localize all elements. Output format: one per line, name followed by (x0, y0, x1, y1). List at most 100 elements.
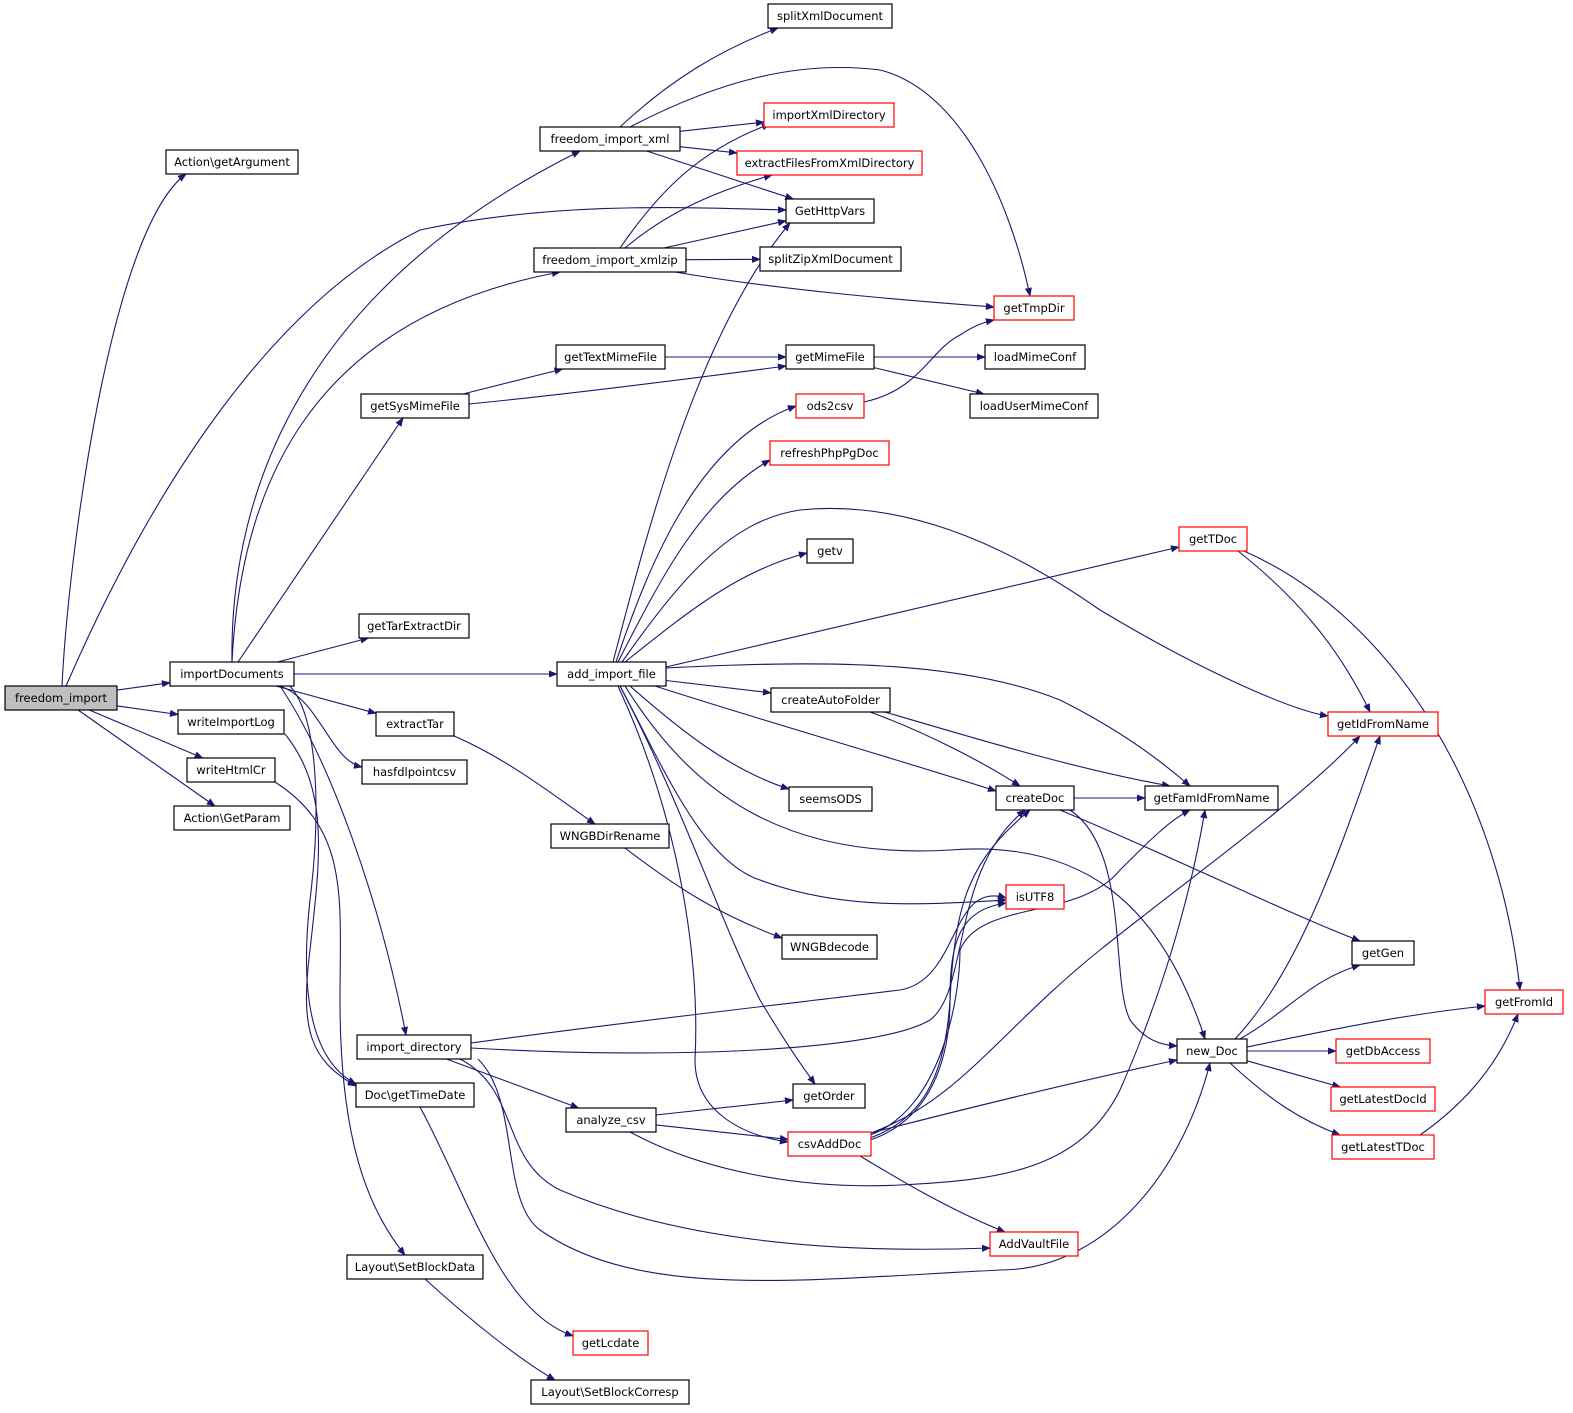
edge-importDocuments-to-getTarExtractDir (277, 636, 370, 663)
edge-importDocuments-to-getTimeDate (289, 685, 357, 1085)
node-freedom_import_xml[interactable]: freedom_import_xml (539, 126, 681, 152)
edge-csvAddDoc-to-createDoc (869, 809, 1031, 1139)
node-label: GetHttpVars (795, 204, 865, 218)
edge-getSysMimeFile-to-getTextMimeFile (462, 367, 564, 395)
node-extractFilesFromXmlDirectory[interactable]: extractFilesFromXmlDirectory (736, 150, 923, 176)
node-hasfdlpointcsv[interactable]: hasfdlpointcsv (361, 759, 468, 785)
node-getTimeDate[interactable]: Doc\getTimeDate (355, 1082, 475, 1108)
edge-importDocuments-to-import_directory (279, 685, 409, 1036)
edge-add_import_file-to-getTDoc (665, 545, 1180, 668)
edge-add_import_file-to-getOrder (619, 685, 816, 1085)
edge-add_import_file-to-new_Doc (624, 685, 1206, 1040)
node-getLcdate[interactable]: getLcdate (572, 1330, 649, 1356)
node-label: splitXmlDocument (777, 9, 884, 23)
node-freedom_import[interactable]: freedom_import (4, 685, 118, 711)
node-label: getOrder (803, 1089, 855, 1103)
node-createDoc[interactable]: createDoc (995, 785, 1075, 811)
node-add_import_file[interactable]: add_import_file (556, 661, 667, 687)
node-seemsODS[interactable]: seemsODS (788, 786, 873, 812)
edge-writeImportLog-to-getTimeDate (284, 733, 357, 1087)
node-box (785, 344, 875, 370)
node-getSysMimeFile[interactable]: getSysMimeFile (360, 393, 470, 419)
node-createAutoFolder[interactable]: createAutoFolder (770, 687, 891, 713)
node-importXmlDirectory[interactable]: importXmlDirectory (763, 102, 895, 128)
node-label: loadMimeConf (994, 350, 1077, 364)
node-writeHtmlCr[interactable]: writeHtmlCr (186, 757, 276, 783)
node-label: getLatestDocId (1339, 1092, 1426, 1106)
node-box (969, 393, 1099, 419)
node-box (572, 1330, 649, 1356)
edge-freedom_import-to-importDocuments (116, 680, 171, 691)
node-getIdFromName[interactable]: getIdFromName (1327, 711, 1439, 737)
edge-freedom_import-to-GetHttpVars (65, 206, 787, 687)
node-splitXmlDocument[interactable]: splitXmlDocument (767, 3, 893, 29)
node-label: analyze_csv (576, 1113, 646, 1127)
edge-csvAddDoc-to-getIdFromName (870, 735, 1361, 1134)
node-getTarExtractDir[interactable]: getTarExtractDir (358, 613, 470, 639)
node-label: hasfdlpointcsv (373, 765, 457, 779)
node-label: getSysMimeFile (370, 399, 460, 413)
node-box (989, 1231, 1079, 1257)
edge-createDoc-to-new_Doc (1069, 809, 1178, 1050)
node-getLatestDocId[interactable]: getLatestDocId (1330, 1086, 1436, 1112)
node-freedom_import_xmlzip[interactable]: freedom_import_xmlzip (533, 247, 687, 273)
node-label: getDbAccess (1346, 1044, 1420, 1058)
edge-extractTar-to-WNGBDirRename (453, 735, 596, 825)
node-getMimeFile[interactable]: getMimeFile (785, 344, 875, 370)
node-ods2csv[interactable]: ods2csv (795, 393, 865, 419)
edge-freedom_import_xmlzip-to-GetHttpVars (663, 219, 787, 249)
node-SetBlockData[interactable]: Layout\SetBlockData (346, 1254, 484, 1280)
node-getFamIdFromName[interactable]: getFamIdFromName (1144, 785, 1279, 811)
node-AddVaultFile[interactable]: AddVaultFile (989, 1231, 1079, 1257)
node-getTmpDir[interactable]: getTmpDir (993, 295, 1075, 321)
node-getFromId[interactable]: getFromId (1484, 989, 1564, 1015)
node-box (169, 661, 295, 687)
edge-WNGBDirRename-to-WNGBdecode (624, 847, 783, 939)
node-refreshPhpPgDoc[interactable]: refreshPhpPgDoc (769, 440, 890, 466)
node-csvAddDoc[interactable]: csvAddDoc (787, 1131, 872, 1157)
node-getLatestTDoc[interactable]: getLatestTDoc (1331, 1134, 1435, 1160)
node-new_Doc[interactable]: new_Doc (1176, 1038, 1248, 1064)
node-getGen[interactable]: getGen (1351, 940, 1415, 966)
node-box (1351, 940, 1415, 966)
node-getArgument[interactable]: Action\getArgument (165, 149, 299, 175)
node-SetBlockCorresp[interactable]: Layout\SetBlockCorresp (530, 1379, 690, 1405)
edge-freedom_import_xml-to-getTmpDir (629, 66, 1032, 297)
node-import_directory[interactable]: import_directory (356, 1034, 472, 1060)
node-importDocuments[interactable]: importDocuments (169, 661, 295, 687)
node-box (556, 661, 667, 687)
node-label: writeImportLog (187, 715, 275, 729)
node-getOrder[interactable]: getOrder (792, 1083, 866, 1109)
node-box (533, 247, 687, 273)
node-splitZipXmlDocument[interactable]: splitZipXmlDocument (759, 246, 902, 272)
node-analyze_csv[interactable]: analyze_csv (565, 1107, 657, 1133)
node-writeImportLog[interactable]: writeImportLog (177, 709, 285, 735)
node-getTextMimeFile[interactable]: getTextMimeFile (555, 344, 666, 370)
node-GetParam[interactable]: Action\GetParam (173, 805, 291, 831)
node-loadMimeConf[interactable]: loadMimeConf (984, 344, 1086, 370)
node-WNGBDirRename[interactable]: WNGBDirRename (550, 823, 670, 849)
edge-add_import_file-to-seemsODS (629, 685, 790, 790)
node-label: getv (817, 544, 843, 558)
node-box (759, 246, 902, 272)
node-extractTar[interactable]: extractTar (375, 711, 455, 737)
node-getDbAccess[interactable]: getDbAccess (1335, 1038, 1431, 1064)
edge-getTimeDate-to-getLcdate (419, 1106, 574, 1337)
node-label: WNGBDirRename (560, 829, 661, 843)
node-box (1327, 711, 1439, 737)
node-GetHttpVars[interactable]: GetHttpVars (785, 198, 875, 224)
edge-import_directory-to-isUTF8 (470, 892, 1007, 1044)
node-label: getLatestTDoc (1341, 1140, 1425, 1154)
edge-import_directory-to-createDoc (470, 809, 1026, 1054)
node-getTDoc[interactable]: getTDoc (1178, 526, 1248, 552)
node-label: getTarExtractDir (367, 619, 461, 633)
node-box (781, 934, 878, 960)
node-isUTF8[interactable]: isUTF8 (1005, 884, 1065, 910)
edge-getLatestTDoc-to-getFromId (1419, 1013, 1519, 1136)
edge-ods2csv-to-getTmpDir (863, 318, 995, 403)
node-loadUserMimeConf[interactable]: loadUserMimeConf (969, 393, 1099, 419)
node-label: splitZipXmlDocument (768, 252, 893, 266)
node-WNGBdecode[interactable]: WNGBdecode (781, 934, 878, 960)
node-getv[interactable]: getv (806, 538, 854, 564)
nodes: freedom_import Action\getArgument importDo… (4, 3, 1564, 1405)
